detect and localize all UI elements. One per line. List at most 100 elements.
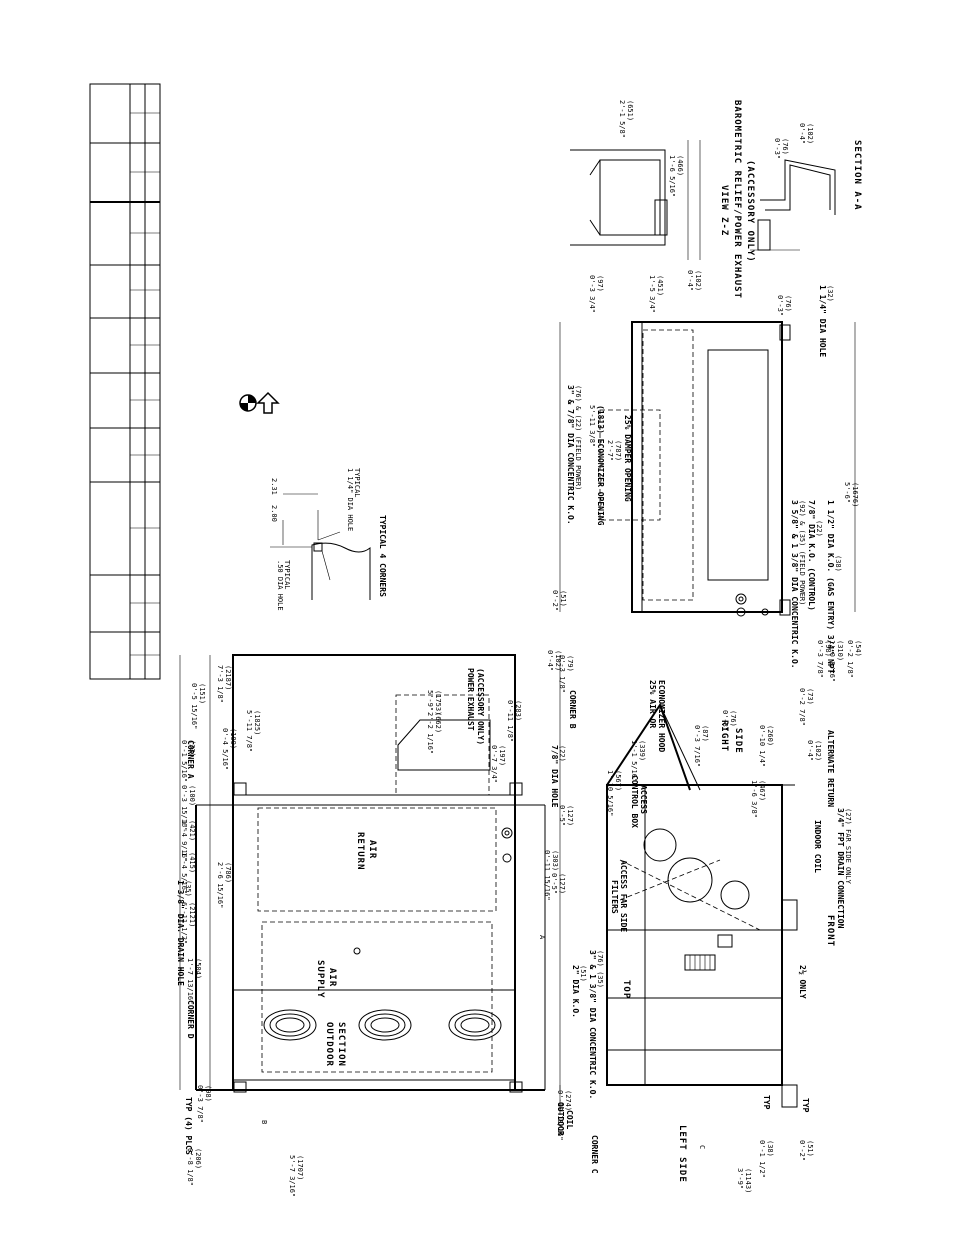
filters-label-2: ACCESS FAR SIDE: [619, 860, 628, 932]
condenser-fan-icon: [358, 1009, 412, 1041]
dimension-value: 0'-10 13/16": [556, 1090, 564, 1141]
dimension-metric: (339): [638, 740, 646, 761]
ko-concentric-mm: (76) (35): [596, 950, 604, 988]
dimension-metric: (98): [824, 640, 832, 657]
corner-c-label: CORNER C: [590, 1135, 599, 1174]
dimension-value: 0'-4": [546, 650, 554, 671]
dimension-metric: (504): [194, 958, 202, 979]
dimension-metric: (102): [694, 270, 702, 291]
dimension-metric: (303): [551, 850, 559, 871]
dimension-value: 0'-1 1/2": [758, 1140, 766, 1178]
section-aa-label: SECTION A-A: [852, 140, 862, 211]
dimension-value: 0'-4": [806, 740, 814, 761]
typical-corners-label: TYPICAL 4 CORNERS: [378, 515, 387, 597]
right-side-view: [559, 321, 856, 617]
ko-3-78-label: 3" & 7/8" DIA CONCENTRIC K.O.: [566, 385, 575, 525]
ko-78-mm: (22): [558, 745, 566, 762]
top-view: [179, 654, 561, 1093]
power-exhaust-sub-label: (ACCESSORY ONLY): [476, 668, 485, 745]
drain-conn-label: 3/4" FPT DRAIN CONNECTION: [836, 808, 845, 929]
ko-3-58-sub: (92) & (35) (FIELD POWER): [798, 500, 806, 605]
return-air-label: RETURN: [355, 832, 365, 871]
damper-dim: 2'-7": [606, 440, 614, 461]
dimension-value: 0'-3": [776, 295, 784, 316]
dimension-value: 5'-6": [843, 482, 851, 503]
hole-50-typical: TYPICAL: [283, 560, 291, 590]
dimension-metric: (76): [781, 138, 789, 155]
dimension-metric: (79): [566, 655, 574, 672]
condenser-fan-icon: [448, 1009, 502, 1041]
dimension-value: 6'-11 1/2": [180, 902, 188, 944]
dimension-metric: (466): [676, 155, 684, 176]
control-box-label-2: ACCESS: [639, 785, 648, 814]
hole-114-side-mm: (32): [826, 285, 834, 302]
corner-d-label: CORNER D: [186, 1000, 195, 1039]
dimension-metric: (283): [514, 700, 522, 721]
dimension-metric: (786): [224, 862, 232, 883]
dimension-metric: (102): [806, 123, 814, 144]
dim-2-00: 2.00: [270, 505, 278, 522]
dimension-metric: (76): [729, 710, 737, 727]
dimension-value: 7'-3 1/8": [216, 665, 224, 703]
condenser-fan-icon: [263, 1009, 317, 1041]
dimension-value: 0'-3 1/8": [558, 655, 566, 693]
power-exhaust-label: POWER EXHAUST: [466, 668, 475, 731]
ko-112-mm: (38): [834, 555, 842, 572]
dimension-value: 0'-3": [721, 710, 729, 731]
dimension-metric: (310): [836, 640, 844, 661]
outdoor-section-label-2: SECTION: [336, 1022, 346, 1067]
dimension-value: 0'-11 15/16": [543, 850, 551, 901]
hole-114-typical: TYPICAL: [353, 468, 361, 498]
drawing-labels: POWER EXHAUST (ACCESSORY ONLY) TYPICAL 4…: [176, 100, 862, 1183]
dimension-metric: (102): [554, 650, 562, 671]
dimension-metric: (1753): [434, 690, 442, 715]
dimension-value: 1'-0 3/16": [828, 640, 836, 682]
right-side-label-2: SIDE: [733, 728, 743, 754]
dimension-value: 1'-6 5/16": [668, 155, 676, 197]
dimension-metric: (651): [626, 100, 634, 121]
dimension-value: 3'-9": [736, 1168, 744, 1189]
ko-3-58-label: 3 5/8" & 1 3/8" DIA CONCENTRIC K.O.: [790, 500, 799, 669]
dimension-value: 1'-6 3/8": [750, 780, 758, 818]
dimension-metric: (1707): [296, 1155, 304, 1180]
control-box-label: CONTROL BOX: [630, 775, 639, 828]
dimension-metric: (100): [188, 785, 196, 806]
dimension-metric: (87): [701, 725, 709, 742]
dimension-metric: (662): [434, 712, 442, 733]
left-side-label: LEFT SIDE: [677, 1125, 687, 1183]
dimension-metric: (33): [188, 740, 196, 757]
typical-corner-detail: [270, 493, 371, 600]
dimension-value: 0'-2 7/8": [798, 688, 806, 726]
typ-label-2: TYP: [801, 1098, 810, 1113]
top-label: TOP: [621, 980, 631, 999]
dimension-value: 0'-3 3/4": [588, 275, 596, 313]
dimension-value: 1'-4 5/16": [180, 852, 188, 894]
ko-78b-mm: (22): [815, 520, 823, 537]
air-hood-label-2: ECONOMIZER HOOD: [657, 680, 666, 752]
dimension-metric: (274): [564, 1090, 572, 1111]
ko-112-label: 1 1/2" DIA K.O. (GAS ENTRY) 3/4" NPT: [826, 500, 835, 674]
drain-conn-sub: (27) FAR SIDE ONLY: [844, 808, 852, 885]
dimension-metric: (260): [766, 725, 774, 746]
dimension-value: 0'-3": [773, 138, 781, 159]
ko-3-78-sub: (76) & (22) (FIELD POWER): [574, 385, 582, 490]
dimension-metric: (421): [188, 820, 196, 841]
hole-114-side-label: 1 1/4" DIA HOLE: [818, 285, 827, 357]
supply-air-label-2: AIR: [327, 968, 337, 987]
dimension-value: 0'-2": [798, 1140, 806, 1161]
dimension-value: 0'-8 1/8": [186, 1148, 194, 1186]
hole-50-label: .50 DIA HOLE: [276, 560, 284, 611]
section-aa: [750, 159, 836, 251]
left-side-view: [559, 702, 798, 1115]
dimension-value: 1'-10 5/16": [606, 770, 614, 816]
dimension-metric: (38): [766, 1140, 774, 1157]
dimension-metric: (1825): [253, 710, 261, 735]
dimension-value: 0'-2 1/8": [846, 640, 854, 678]
dimension-value: 5'-7 3/16": [288, 1155, 296, 1197]
baro-sub-label: (ACCESSORY ONLY): [745, 160, 755, 263]
ko-2-label: 2" DIA K.O.: [571, 965, 580, 1018]
up-arrow-icon: [256, 391, 280, 414]
ko-2-mm: (51): [579, 965, 587, 982]
dimension-value: 0'-5 15/16": [190, 683, 198, 729]
dimension-metric: (206): [194, 1148, 202, 1169]
